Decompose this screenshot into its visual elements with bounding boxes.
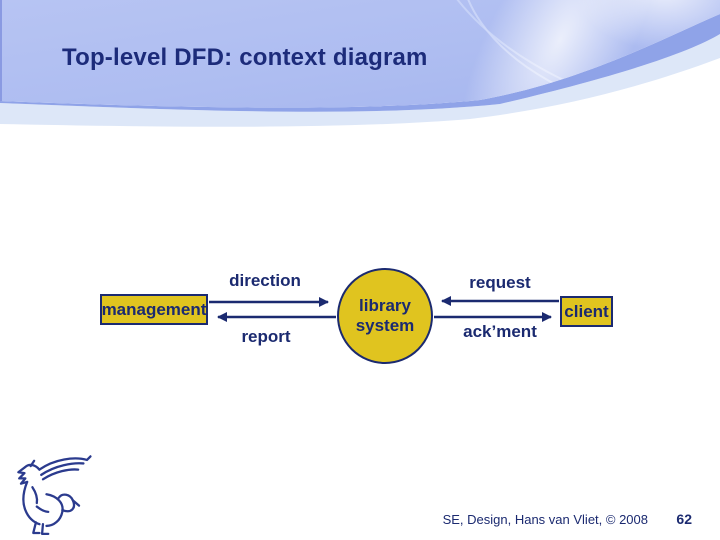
page-number: 62 — [676, 511, 692, 527]
entity-management: management — [100, 294, 208, 325]
entity-client-label: client — [564, 301, 609, 321]
flow-label-report: report — [241, 327, 291, 346]
flow-label-ackment: ack’ment — [463, 322, 537, 341]
header-decoration — [0, 0, 720, 127]
header-mid-band — [0, 14, 720, 112]
entity-client: client — [560, 296, 613, 327]
footer-credit: SE, Design, Hans van Vliet, © 2008 — [442, 512, 648, 527]
entity-management-label: management — [101, 299, 207, 319]
process-label-line2: system — [355, 316, 415, 335]
process-library-system: library system — [337, 268, 433, 364]
griffin-logo-icon — [17, 455, 92, 535]
flow-label-direction: direction — [229, 271, 301, 290]
header-pale-band — [0, 34, 720, 127]
page-title: Top-level DFD: context diagram — [62, 44, 428, 71]
flow-label-request: request — [469, 273, 531, 292]
process-label-line1: library — [359, 296, 411, 315]
